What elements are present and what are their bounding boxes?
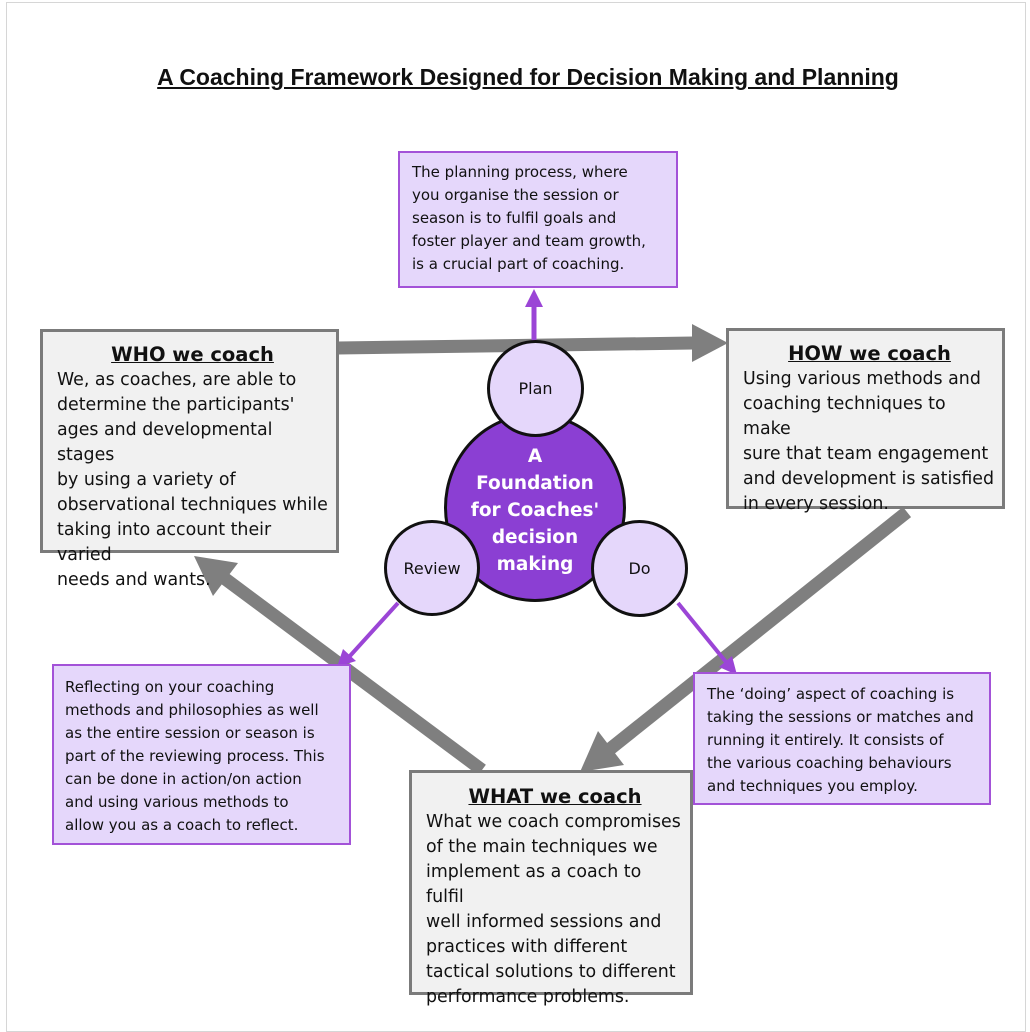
review-note: Reflecting on your coaching methods and … bbox=[52, 664, 351, 845]
arrow-how-to-what bbox=[605, 506, 912, 755]
arrow-do-to-note-head bbox=[719, 656, 737, 675]
arrow-do-to-note bbox=[676, 601, 728, 664]
arrow-review-to-note-head bbox=[337, 649, 356, 667]
plan-circle: Plan bbox=[487, 340, 584, 437]
who-text: We, as coaches, are able to determine th… bbox=[57, 370, 328, 590]
how-heading: HOW we coach bbox=[788, 342, 951, 365]
what-heading: WHAT we coach bbox=[468, 785, 642, 808]
what-box: WHAT we coach What we coach compromises … bbox=[409, 770, 693, 1007]
arrow-who-to-how-head bbox=[692, 324, 728, 362]
arrow-plan-to-note-head bbox=[525, 289, 543, 307]
do-circle: Do bbox=[591, 520, 688, 617]
arrow-how-to-what-head bbox=[580, 731, 624, 772]
who-heading: WHO we coach bbox=[111, 343, 274, 366]
how-box: HOW we coach Using various methods and c… bbox=[726, 328, 1005, 514]
page-title: A Coaching Framework Designed for Decisi… bbox=[157, 64, 899, 90]
arrow-review-to-note bbox=[347, 601, 400, 659]
review-circle: Review bbox=[384, 520, 480, 616]
arrow-what-to-who-head bbox=[194, 556, 238, 596]
plan-note: The planning process, where you organise… bbox=[398, 151, 678, 288]
arrow-what-to-who bbox=[220, 572, 486, 776]
what-text: What we coach compromises of the main te… bbox=[426, 812, 681, 1007]
do-note: The ‘doing’ aspect of coaching is taking… bbox=[693, 672, 991, 805]
how-text: Using various methods and coaching techn… bbox=[743, 369, 995, 514]
who-box: WHO we coach We, as coaches, are able to… bbox=[40, 329, 339, 590]
